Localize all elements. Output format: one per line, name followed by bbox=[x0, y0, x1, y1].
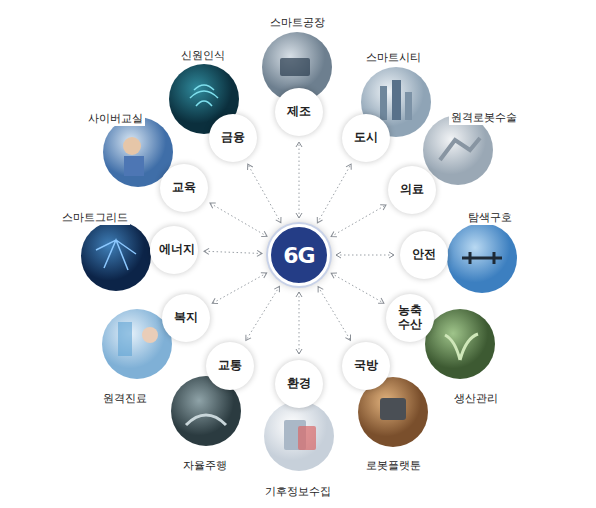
photo-detail bbox=[123, 137, 141, 155]
photo-robot-surgery bbox=[423, 115, 493, 185]
hub-circle: 6G bbox=[268, 224, 330, 286]
photo-detail bbox=[96, 240, 136, 270]
category-circle: 금융 bbox=[209, 114, 257, 162]
photo-detail bbox=[462, 252, 502, 264]
photo-farm bbox=[425, 309, 495, 379]
category-circle: 에너지 bbox=[150, 226, 198, 274]
dotted-connector bbox=[204, 251, 262, 253]
application-label: 원격로봇수술 bbox=[449, 110, 519, 125]
dotted-connector bbox=[210, 203, 267, 236]
category-circle: 교통 bbox=[206, 342, 254, 390]
category-circle: 농축 수산 bbox=[386, 294, 434, 342]
dotted-connector bbox=[248, 164, 281, 223]
photo-detail bbox=[392, 80, 401, 120]
application-label: 신원인식 bbox=[179, 48, 227, 63]
category-label: 금융 bbox=[221, 131, 245, 145]
photo-drone bbox=[447, 223, 517, 293]
photo-grid bbox=[81, 221, 151, 291]
photo-detail bbox=[298, 426, 316, 450]
category-label: 국방 bbox=[354, 359, 378, 373]
photo-circles bbox=[81, 32, 517, 471]
dotted-connector bbox=[299, 292, 300, 354]
dotted-connector bbox=[212, 273, 266, 303]
category-circle: 안전 bbox=[400, 231, 448, 279]
category-label: 교육 bbox=[172, 181, 196, 195]
category-circle: 도시 bbox=[342, 114, 390, 162]
photo-detail bbox=[118, 322, 132, 356]
category-label: 에너지 bbox=[159, 243, 189, 257]
category-circle: 복지 bbox=[162, 294, 210, 342]
application-label: 로봇플랫툰 bbox=[364, 458, 423, 473]
photo-detail bbox=[186, 415, 226, 425]
category-label: 농축 수산 bbox=[395, 304, 425, 332]
hub-label: 6G bbox=[283, 243, 314, 268]
category-circle: 국방 bbox=[342, 342, 390, 390]
photo-detail bbox=[124, 156, 144, 176]
dotted-connector bbox=[331, 205, 386, 237]
category-label: 복지 bbox=[174, 311, 198, 325]
category-label: 안전 bbox=[412, 248, 436, 262]
application-label: 스마트그리드 bbox=[60, 210, 130, 225]
photo-detail bbox=[280, 58, 310, 76]
category-label: 제조 bbox=[287, 105, 311, 119]
dotted-connector bbox=[336, 255, 394, 256]
photo-detail bbox=[405, 92, 412, 120]
application-label: 생산관리 bbox=[452, 391, 500, 406]
category-circle: 교육 bbox=[160, 164, 208, 212]
category-circle: 환경 bbox=[275, 360, 323, 408]
photo-detail bbox=[445, 334, 478, 360]
photo-climate bbox=[264, 401, 334, 471]
application-label: 탐색구호 bbox=[466, 210, 514, 225]
photo-detail bbox=[380, 398, 406, 420]
dotted-connector bbox=[317, 164, 351, 223]
application-label: 사이버교실 bbox=[86, 111, 145, 126]
application-label: 스마트공장 bbox=[268, 15, 327, 30]
application-label: 기후정보수집 bbox=[263, 484, 333, 499]
category-circle: 의료 bbox=[388, 166, 436, 214]
photo-detail bbox=[440, 138, 480, 160]
category-circle: 제조 bbox=[275, 88, 323, 136]
photo-detail bbox=[142, 327, 158, 343]
category-label: 교통 bbox=[218, 359, 242, 373]
photo-detail bbox=[380, 86, 387, 120]
application-label: 스마트시티 bbox=[364, 50, 423, 65]
dotted-connector bbox=[299, 142, 300, 218]
application-label: 원격진료 bbox=[101, 391, 149, 406]
category-label: 환경 bbox=[287, 377, 311, 391]
category-label: 의료 bbox=[400, 183, 424, 197]
dotted-connector bbox=[246, 286, 280, 340]
photo-detail bbox=[190, 85, 218, 106]
dotted-connector bbox=[318, 287, 350, 341]
category-label: 도시 bbox=[354, 131, 378, 145]
dotted-connector bbox=[331, 273, 384, 303]
application-label: 자율주행 bbox=[181, 458, 229, 473]
